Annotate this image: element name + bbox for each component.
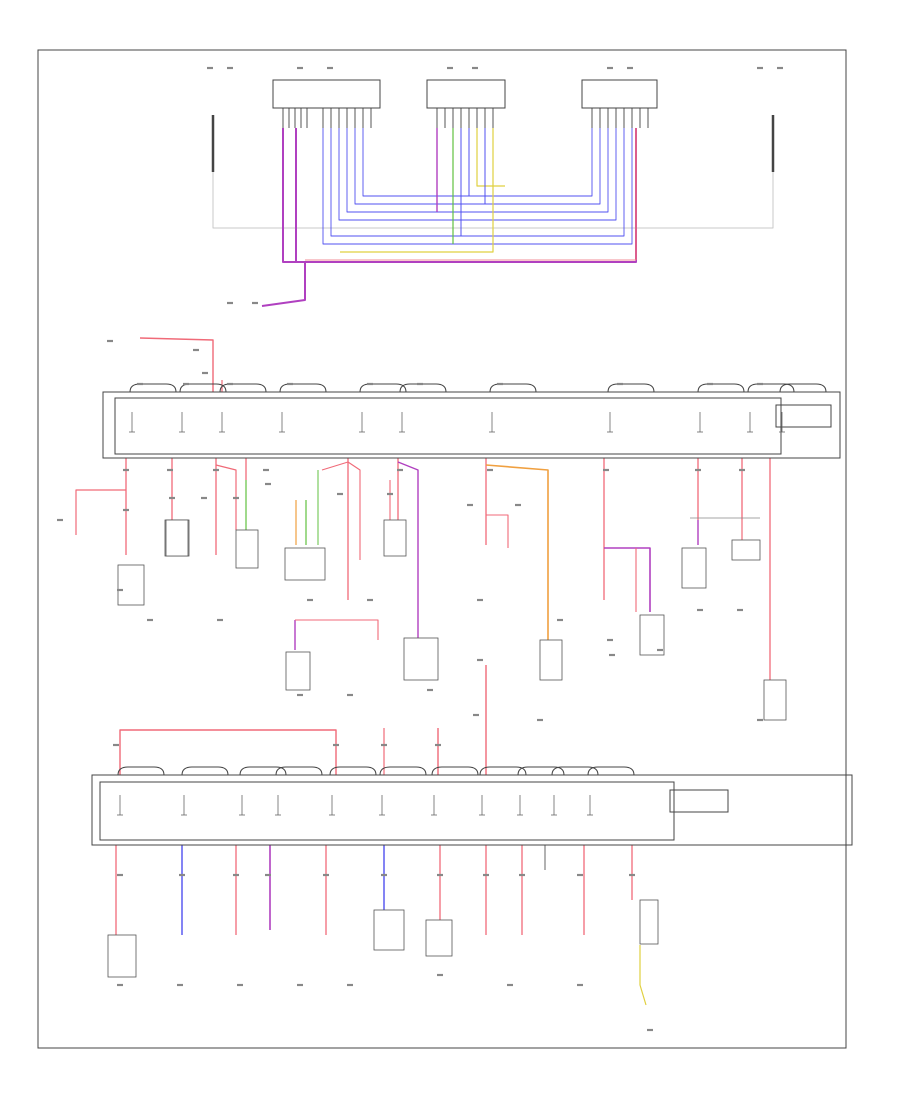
fuse-arc bbox=[399, 383, 447, 393]
fuse-arc bbox=[587, 766, 635, 776]
component-box bbox=[539, 639, 563, 681]
wire-blue-bus bbox=[330, 128, 625, 237]
fuse-arc bbox=[329, 766, 377, 776]
component-box bbox=[165, 519, 189, 557]
wire-violet-branch bbox=[604, 547, 651, 612]
fuse-arc bbox=[479, 766, 527, 776]
fuse-row-1 bbox=[129, 383, 827, 433]
wire-blue-bus bbox=[354, 128, 601, 205]
fuse-arc bbox=[129, 383, 177, 393]
components-layer bbox=[107, 519, 787, 978]
wire-blue-bus bbox=[322, 128, 633, 245]
fuse-arc bbox=[219, 383, 267, 393]
wire-red-branch bbox=[215, 464, 237, 530]
component-box bbox=[107, 934, 137, 978]
module-box-1 bbox=[272, 79, 381, 109]
fuse-arc bbox=[607, 383, 655, 393]
fuse-arc bbox=[275, 766, 323, 776]
wire-red-link bbox=[321, 461, 349, 471]
wire-red-branch bbox=[486, 514, 509, 548]
component-box bbox=[425, 919, 453, 957]
module-box-3 bbox=[581, 79, 658, 109]
fuse-row-2 bbox=[117, 766, 635, 816]
labels-layer bbox=[57, 66, 783, 1032]
fuse-arc bbox=[431, 766, 479, 776]
fuse-arc bbox=[279, 383, 327, 393]
fuse-arc bbox=[239, 766, 287, 776]
component-box bbox=[763, 679, 787, 721]
wire-yellow-bus bbox=[340, 128, 494, 253]
fuse-arc bbox=[489, 383, 537, 393]
top-modules bbox=[272, 79, 658, 109]
module-box-2 bbox=[426, 79, 506, 109]
diagram-border bbox=[37, 49, 847, 1049]
wire-red-link bbox=[347, 461, 361, 560]
fuse-arc bbox=[747, 383, 795, 393]
wire-violet-to-relay bbox=[261, 262, 306, 307]
fuse-arc bbox=[551, 766, 599, 776]
wire-blue-bus bbox=[362, 128, 593, 197]
component-box bbox=[373, 909, 405, 951]
wire-violet-bus bbox=[282, 128, 637, 263]
component-box bbox=[639, 899, 659, 945]
component-box bbox=[284, 547, 326, 581]
wire-red-branch bbox=[75, 489, 126, 535]
wire-yellow-drop bbox=[639, 945, 647, 1006]
wire-blue-bus bbox=[338, 128, 617, 221]
fuse-block-2 bbox=[91, 766, 853, 846]
wire-blue-bus bbox=[346, 128, 609, 213]
fuse-arc bbox=[697, 383, 745, 393]
component-box bbox=[403, 637, 439, 681]
wire-yellow-mid bbox=[476, 128, 505, 187]
component-box bbox=[117, 564, 145, 606]
wire-orange-drop bbox=[485, 464, 549, 640]
fuse-arc bbox=[117, 766, 165, 776]
fuse-arc bbox=[179, 383, 227, 393]
wire-feed-fb2b bbox=[119, 729, 337, 775]
component-box bbox=[681, 547, 707, 589]
fuse-arc bbox=[359, 383, 407, 393]
component-box bbox=[383, 519, 407, 557]
component-box bbox=[235, 529, 259, 569]
component-box bbox=[285, 651, 311, 691]
component-box bbox=[731, 539, 761, 561]
fuse-block-1 bbox=[102, 383, 841, 459]
fuse-arc bbox=[181, 766, 229, 776]
fuse-arc bbox=[779, 383, 827, 393]
fuse-arc bbox=[517, 766, 565, 776]
component-box bbox=[639, 614, 665, 656]
wire-violet-drop bbox=[397, 461, 419, 640]
wires-layer bbox=[75, 108, 775, 1006]
wire-red-link bbox=[295, 619, 379, 640]
fuse-arc bbox=[379, 766, 427, 776]
wire-feed-fb1 bbox=[139, 337, 214, 392]
